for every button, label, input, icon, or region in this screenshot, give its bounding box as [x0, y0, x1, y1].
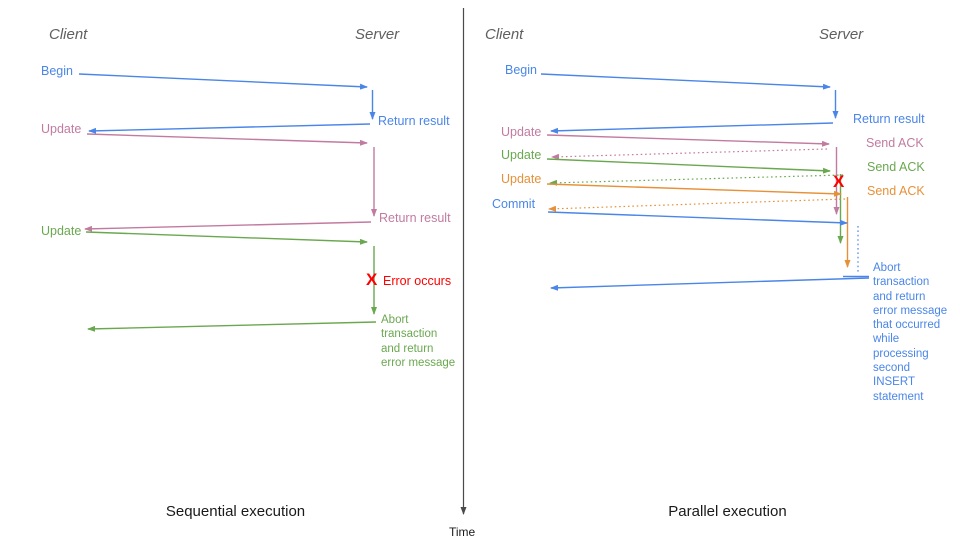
par-send-ack-2-label: Send ACK — [867, 160, 925, 174]
seq-update1-request — [86, 133, 368, 146]
par-return-result-label: Return result — [853, 112, 925, 126]
seq-error-x-icon: X — [366, 270, 378, 289]
par-begin-request — [540, 73, 831, 90]
par-update-2-label: Update — [501, 148, 542, 162]
seq-begin-request — [78, 73, 368, 90]
seq-begin-label: Begin — [41, 64, 73, 78]
seq-return-result-1 — [88, 123, 371, 134]
seq-server-header: Server — [355, 26, 400, 43]
seq-error-occurs-label: Error occurs — [383, 274, 452, 288]
par-abort-reply — [550, 277, 870, 291]
seq-update2-request — [85, 231, 368, 245]
par-begin-label: Begin — [505, 63, 537, 77]
par-server-header: Server — [819, 26, 864, 43]
par-send-ack-3 — [548, 198, 846, 212]
par-update-3-label: Update — [501, 172, 542, 186]
par-send-ack-2 — [549, 174, 844, 186]
par-update2-request — [546, 158, 831, 174]
par-abort-note: Abort transaction and return error messa… — [873, 262, 948, 403]
time-axis-label: Time — [449, 525, 476, 539]
par-error-x-icon: X — [833, 172, 845, 191]
seq-return-result-2-label: Return result — [379, 211, 451, 225]
par-update1-request — [546, 134, 830, 147]
seq-return-result-1-label: Return result — [378, 114, 450, 128]
par-return-result — [550, 122, 834, 134]
par-commit-request — [547, 211, 848, 226]
seq-client-header: Client — [49, 26, 88, 43]
seq-return-result-2 — [84, 221, 372, 232]
par-send-ack-3-label: Send ACK — [867, 184, 925, 198]
seq-abort-note: Abort transaction and return error messa… — [381, 314, 456, 369]
seq-abort-reply — [87, 321, 377, 332]
seq-title: Sequential execution — [165, 503, 306, 520]
par-send-ack-1 — [551, 148, 828, 160]
par-send-ack-1-label: Send ACK — [866, 136, 924, 150]
par-title: Parallel execution — [668, 503, 787, 520]
seq-update-1-label: Update — [41, 122, 82, 136]
par-commit-label: Commit — [492, 197, 536, 211]
seq-update-2-label: Update — [41, 224, 82, 238]
par-client-header: Client — [485, 26, 524, 43]
par-update3-request — [546, 183, 842, 197]
par-update-1-label: Update — [501, 125, 542, 139]
